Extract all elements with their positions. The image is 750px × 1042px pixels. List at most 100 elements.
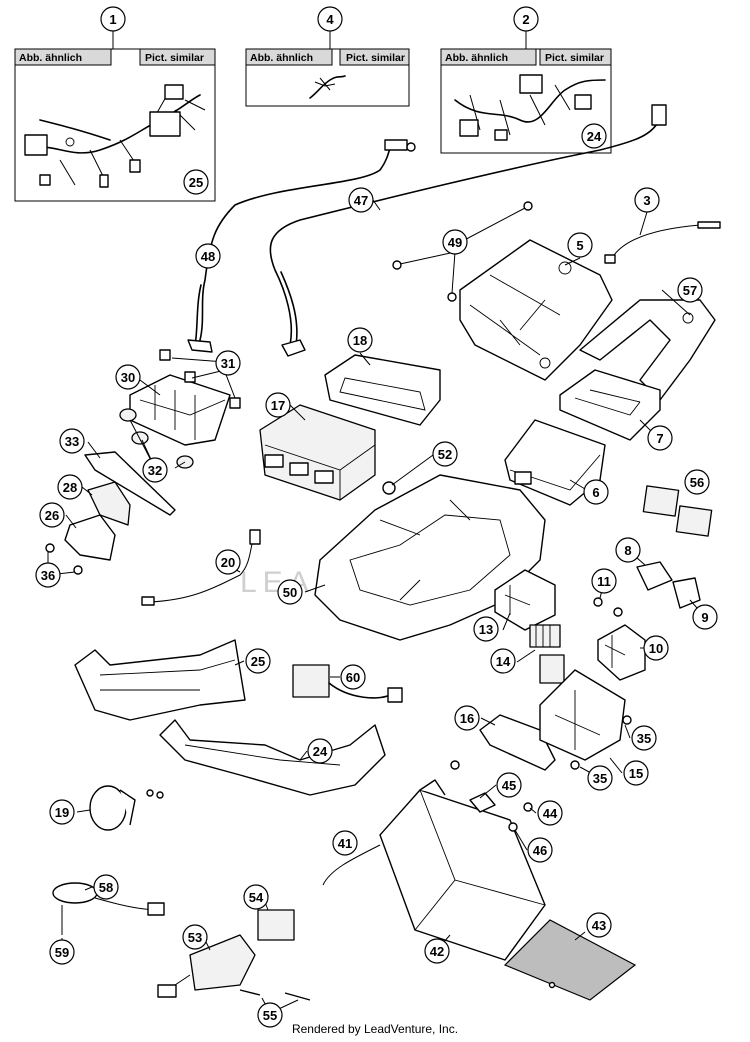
- callout-25-inset: 25: [183, 169, 209, 195]
- footer-credit: Rendered by LeadVenture, Inc.: [292, 1022, 458, 1036]
- fuses-14-drawing: [529, 624, 565, 684]
- callout-53: 53: [182, 924, 208, 950]
- housing-7-drawing: [559, 369, 661, 441]
- leader-lines: [47, 31, 706, 1014]
- relay-block-10-drawing: [597, 624, 646, 681]
- svg-text:11: 11: [597, 574, 611, 589]
- sensor-58-drawing: [52, 882, 165, 916]
- callout-28: 28: [57, 474, 83, 500]
- svg-text:32: 32: [148, 463, 162, 478]
- callout-43: 43: [586, 912, 612, 938]
- control-unit-6-drawing: [504, 419, 606, 506]
- svg-text:13: 13: [479, 622, 493, 637]
- svg-text:59: 59: [55, 945, 69, 960]
- inset-1-right-label: Pict. similar: [145, 52, 204, 64]
- fuse-holder-13-drawing: [494, 569, 556, 631]
- relay-28-drawing: [87, 481, 131, 526]
- svg-text:6: 6: [592, 485, 599, 500]
- inset-4-left-label: Abb. ähnlich: [250, 52, 313, 64]
- svg-text:60: 60: [346, 670, 360, 685]
- terminal-bolts-45-drawing: [450, 760, 496, 813]
- callout-5: 5: [567, 232, 593, 258]
- callout-42: 42: [424, 938, 450, 964]
- inset-4-right-label: Pict. similar: [346, 52, 405, 64]
- battery-42-drawing: [379, 779, 546, 961]
- svg-text:15: 15: [629, 766, 643, 781]
- callout-60: 60: [340, 664, 366, 690]
- svg-text:44: 44: [543, 806, 558, 821]
- callout-49: 49: [442, 229, 468, 255]
- connector-8-drawing: [636, 561, 673, 591]
- ecu-17-drawing: [259, 404, 376, 501]
- panel-25-drawing: [74, 639, 246, 721]
- callout-17: 17: [265, 392, 291, 418]
- screws-44-drawing: [523, 802, 533, 812]
- main-wiring-harness-drawing: [24, 84, 206, 188]
- module-53-drawing: [157, 934, 256, 998]
- battery-cable-48-drawing: [187, 139, 416, 353]
- svg-text:45: 45: [502, 778, 516, 793]
- callout-6: 6: [583, 479, 609, 505]
- svg-text:7: 7: [656, 431, 663, 446]
- callout-15: 15: [623, 760, 649, 786]
- callout-7: 7: [647, 425, 673, 451]
- callout-35a: 35: [631, 725, 657, 751]
- svg-text:17: 17: [271, 398, 285, 413]
- svg-text:43: 43: [592, 918, 606, 933]
- inset-box-4: Abb. ähnlich Pict. similar: [245, 48, 410, 107]
- callout-30: 30: [115, 364, 141, 390]
- callout-55: 55: [257, 1002, 283, 1028]
- svg-text:4: 4: [326, 12, 334, 27]
- svg-text:30: 30: [121, 370, 135, 385]
- svg-text:42: 42: [430, 944, 444, 959]
- svg-text:19: 19: [55, 805, 69, 820]
- svg-text:10: 10: [649, 641, 663, 656]
- callout-58: 58: [93, 874, 119, 900]
- svg-text:57: 57: [683, 283, 697, 298]
- callout-24-inset: 24: [581, 123, 607, 149]
- nut-46-drawing: [508, 822, 518, 832]
- svg-text:16: 16: [460, 711, 474, 726]
- callout-52: 52: [432, 441, 458, 467]
- svg-text:50: 50: [283, 585, 297, 600]
- small-harness-drawing: [309, 75, 346, 99]
- module-60-drawing: [292, 664, 403, 703]
- svg-text:3: 3: [643, 193, 650, 208]
- callout-13: 13: [473, 616, 499, 642]
- callout-1: 1: [100, 6, 126, 32]
- svg-text:48: 48: [201, 249, 215, 264]
- screws-55-drawing: [239, 989, 311, 1001]
- inset-box-1: Abb. ähnlich Pict. similar: [14, 48, 216, 202]
- callout-19: 19: [49, 799, 75, 825]
- callout-26: 26: [39, 502, 65, 528]
- svg-text:24: 24: [587, 129, 602, 144]
- regulator-15-drawing: [539, 669, 626, 761]
- callout-47: 47: [348, 187, 374, 213]
- callout-46: 46: [527, 837, 553, 863]
- callout-20: 20: [215, 549, 241, 575]
- panel-24-drawing: [159, 719, 386, 796]
- svg-text:20: 20: [221, 555, 235, 570]
- svg-text:47: 47: [354, 193, 368, 208]
- callout-35b: 35: [587, 765, 613, 791]
- callout-33: 33: [59, 428, 85, 454]
- svg-text:24: 24: [313, 744, 328, 759]
- svg-text:54: 54: [249, 890, 264, 905]
- cover-18-drawing: [324, 354, 441, 426]
- svg-text:58: 58: [99, 880, 113, 895]
- callout-24: 24: [307, 738, 333, 764]
- svg-text:52: 52: [438, 447, 452, 462]
- cover-54-drawing: [257, 909, 295, 941]
- callout-25: 25: [245, 648, 271, 674]
- svg-text:31: 31: [221, 356, 235, 371]
- plate-33-drawing: [84, 451, 176, 516]
- callout-16: 16: [454, 705, 480, 731]
- callout-31: 31: [215, 350, 241, 376]
- screws-49-drawing: [392, 201, 533, 302]
- svg-text:2: 2: [522, 12, 529, 27]
- screws-35-drawing: [570, 715, 632, 770]
- callout-36: 36: [35, 562, 61, 588]
- svg-text:28: 28: [63, 480, 77, 495]
- sensor-20-drawing: [141, 529, 261, 606]
